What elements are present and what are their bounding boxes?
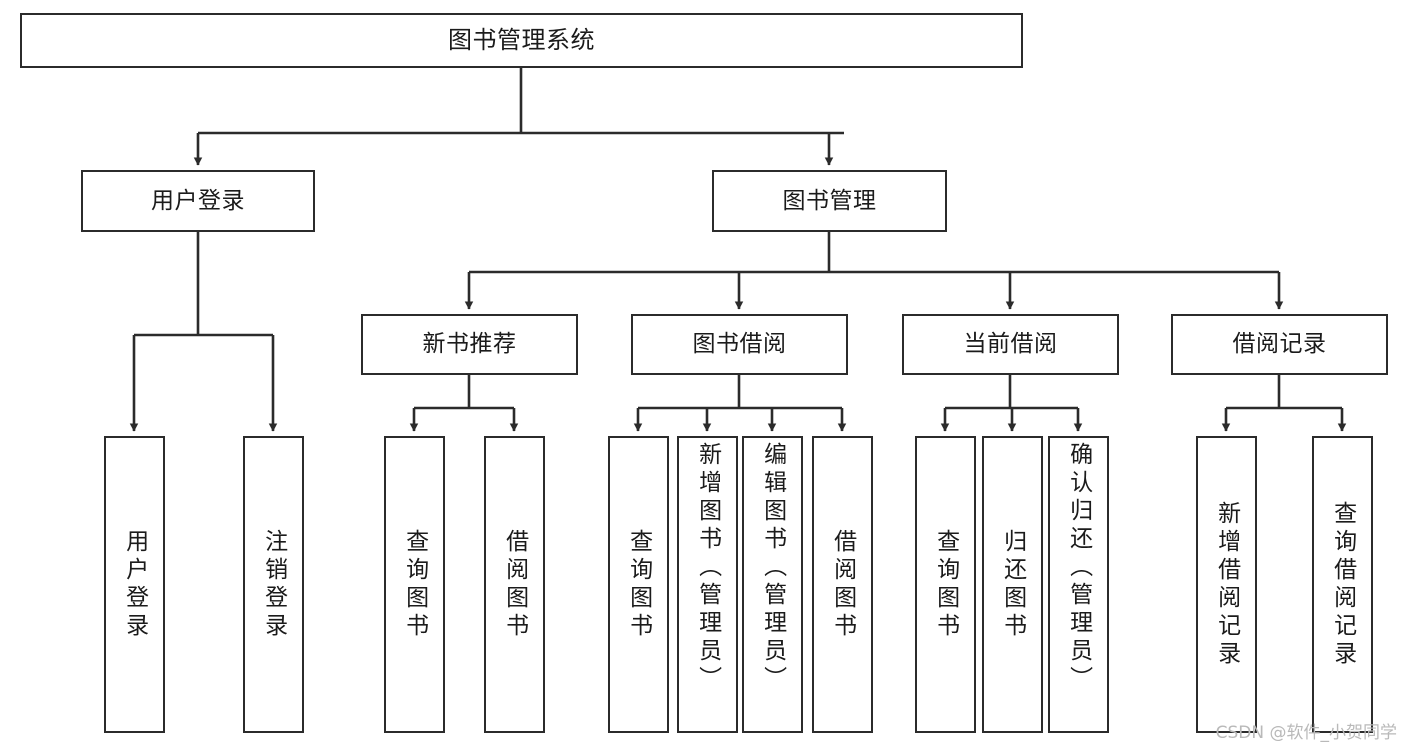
- node-current-borrow[interactable]: 当前借阅: [902, 314, 1119, 375]
- leaf-add-borrow-record[interactable]: 新增借阅记录: [1196, 436, 1257, 733]
- leaf-query-borrow-record[interactable]: 查询借阅记录: [1312, 436, 1373, 733]
- node-label: 编辑图书（管理员）: [759, 442, 786, 694]
- leaf-add-book[interactable]: 新增图书（管理员）: [677, 436, 738, 733]
- node-root-system[interactable]: 图书管理系统: [20, 13, 1023, 68]
- node-book-management[interactable]: 图书管理: [712, 170, 947, 232]
- leaf-query-book-recommend[interactable]: 查询图书: [384, 436, 445, 733]
- node-label: 新增图书（管理员）: [694, 442, 721, 694]
- leaf-query-book-current[interactable]: 查询图书: [915, 436, 976, 733]
- leaf-confirm-return[interactable]: 确认归还（管理员）: [1048, 436, 1109, 733]
- node-user-login[interactable]: 用户登录: [81, 170, 315, 232]
- node-label: 当前借阅: [963, 331, 1058, 358]
- leaf-return-book[interactable]: 归还图书: [982, 436, 1043, 733]
- node-label: 归还图书: [999, 528, 1026, 641]
- node-borrow-record[interactable]: 借阅记录: [1171, 314, 1388, 375]
- node-label: 用户登录: [151, 187, 245, 214]
- node-label: 查询图书: [625, 528, 652, 641]
- node-book-borrow[interactable]: 图书借阅: [631, 314, 848, 375]
- node-label: 注销登录: [260, 528, 287, 641]
- node-label: 查询图书: [932, 528, 959, 641]
- leaf-edit-book[interactable]: 编辑图书（管理员）: [742, 436, 803, 733]
- node-label: 图书管理: [782, 187, 877, 214]
- node-label: 确认归还（管理员）: [1065, 442, 1092, 694]
- leaf-borrow-book-recommend[interactable]: 借阅图书: [484, 436, 545, 733]
- node-label: 借阅图书: [829, 528, 856, 641]
- node-label: 新增借阅记录: [1213, 500, 1240, 669]
- node-label: 用户登录: [121, 528, 148, 641]
- leaf-query-book-borrow[interactable]: 查询图书: [608, 436, 669, 733]
- node-label: 查询图书: [401, 528, 428, 641]
- node-label: 新书推荐: [422, 331, 517, 358]
- node-new-book-recommend[interactable]: 新书推荐: [361, 314, 578, 375]
- node-label: 图书借阅: [692, 331, 787, 358]
- node-label: 借阅记录: [1232, 331, 1327, 358]
- csdn-watermark: CSDN @软件_小贺同学: [1215, 723, 1397, 743]
- leaf-borrow-book[interactable]: 借阅图书: [812, 436, 873, 733]
- leaf-user-logout[interactable]: 注销登录: [243, 436, 304, 733]
- node-label: 借阅图书: [501, 528, 528, 641]
- leaf-user-login[interactable]: 用户登录: [104, 436, 165, 733]
- node-label: 查询借阅记录: [1329, 500, 1356, 669]
- node-label: 图书管理系统: [448, 25, 595, 54]
